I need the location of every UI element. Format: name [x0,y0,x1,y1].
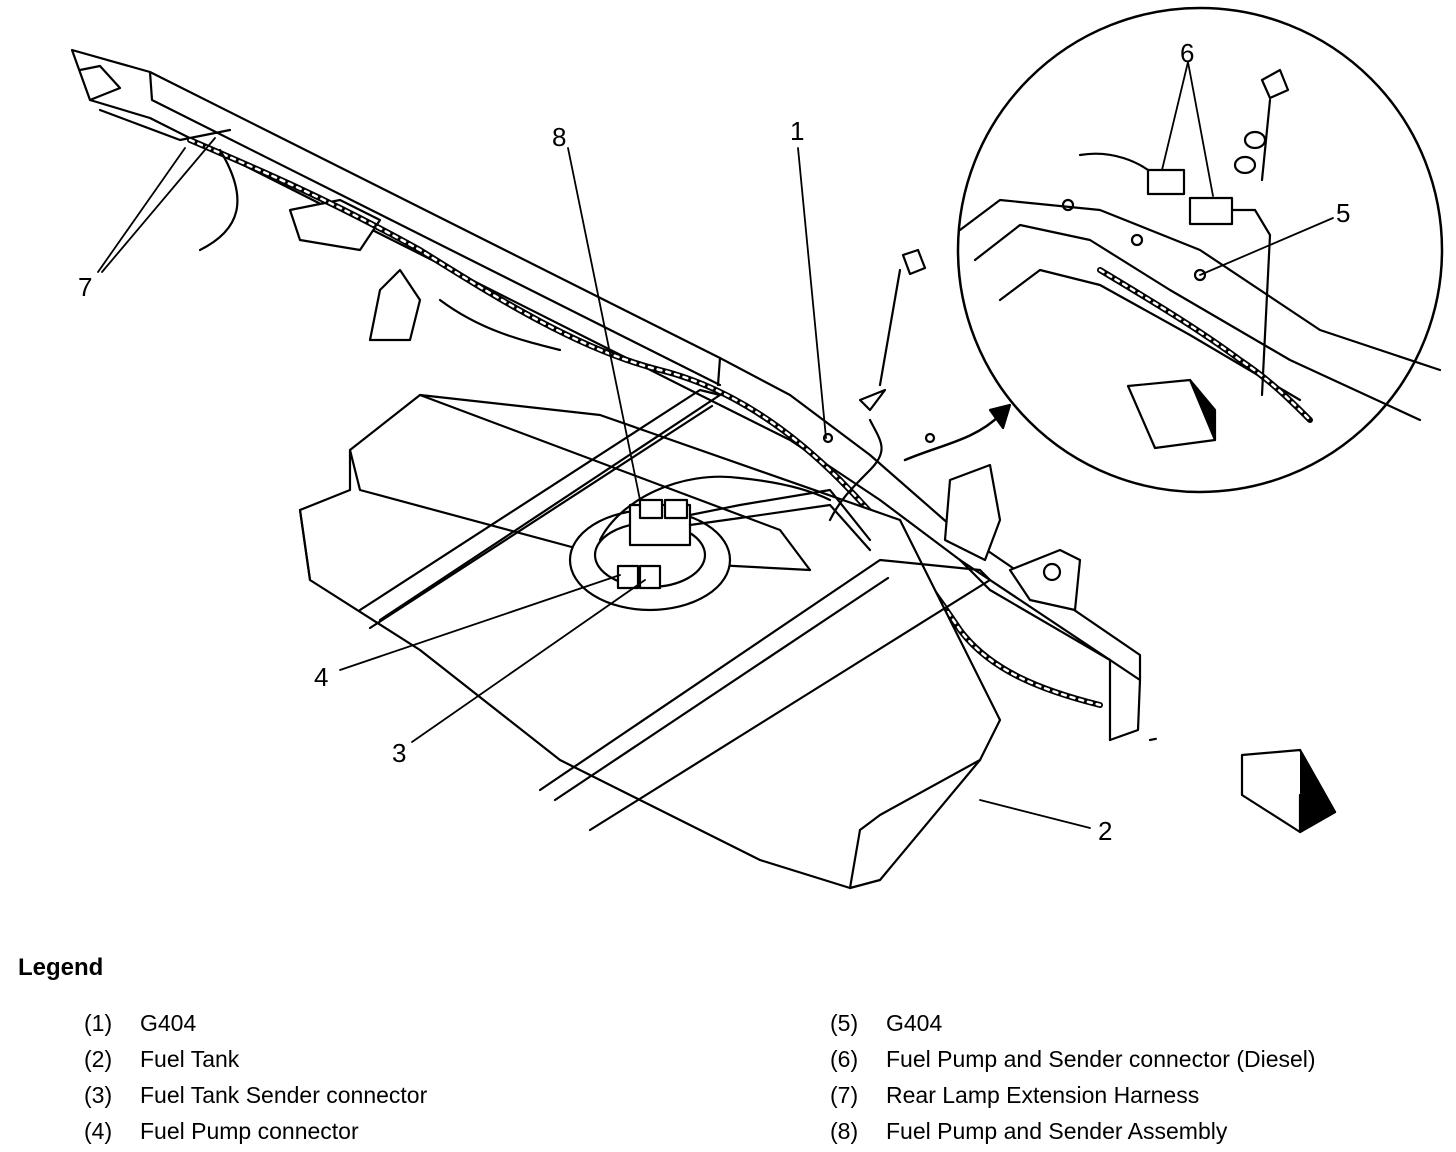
legend-number: (4) [84,1118,113,1144]
tank-straps [358,388,992,832]
legend-item-2: (2) Fuel Tank [84,1044,427,1080]
fuel-tank [298,393,1002,890]
callout-6: 6 [1180,38,1194,68]
callout-7: 7 [78,272,92,302]
frame-brackets [288,198,1082,612]
legend-item-8: (8) Fuel Pump and Sender Assembly [830,1116,1316,1152]
callout-3: 3 [392,738,406,768]
legend-item-1: (1) G404 [84,1008,427,1044]
legend-text: Fuel Tank Sender connector [140,1082,428,1108]
leader-lines [97,61,1334,829]
legend-item-6: (6) Fuel Pump and Sender connector (Diese… [830,1044,1316,1080]
legend-item-4: (4) Fuel Pump connector [84,1116,427,1152]
legend-number: (3) [84,1082,113,1108]
callout-4: 4 [314,662,328,692]
legend-number: (7) [830,1082,859,1108]
legend-text: G404 [140,1010,197,1036]
callout-5: 5 [1336,198,1350,228]
fuel-pump-sender-assembly [568,475,872,612]
legend-text: Fuel Pump connector [140,1118,359,1144]
legend-number: (6) [830,1046,859,1072]
legend-number: (5) [830,1010,859,1036]
legend-right-column: (5) G404 (6) Fuel Pump and Sender connecto… [830,1008,1316,1152]
legend-text: Fuel Pump and Sender Assembly [886,1118,1228,1144]
legend-text: Fuel Pump and Sender connector (Diesel) [886,1046,1316,1072]
legend-left-column: (1) G404 (2) Fuel Tank (3) Fuel Tank Sender… [84,1008,427,1152]
fuel-system-diagram: 8 1 6 5 7 4 3 2 [70,6,1444,890]
detail-arrow [903,403,1012,462]
legend-text: Rear Lamp Extension Harness [886,1082,1200,1108]
callout-8: 8 [552,122,566,152]
rear-lamp-extension-harness [187,137,1103,708]
legend-number: (2) [84,1046,113,1072]
inset-detail-view [956,6,1444,494]
legend-item-5: (5) G404 [830,1008,1316,1044]
legend-number: (8) [830,1118,859,1144]
legend-number: (1) [84,1010,113,1036]
legend-text: G404 [886,1010,943,1036]
legend-text: Fuel Tank [140,1046,240,1072]
legend-title: Legend [18,954,104,981]
forward-direction-arrow [1240,748,1337,834]
legend-item-7: (7) Rear Lamp Extension Harness [830,1080,1316,1116]
callout-1: 1 [790,116,804,146]
callout-2: 2 [1098,816,1112,846]
g404-ground-bolt [828,248,927,522]
legend-item-3: (3) Fuel Tank Sender connector [84,1080,427,1116]
